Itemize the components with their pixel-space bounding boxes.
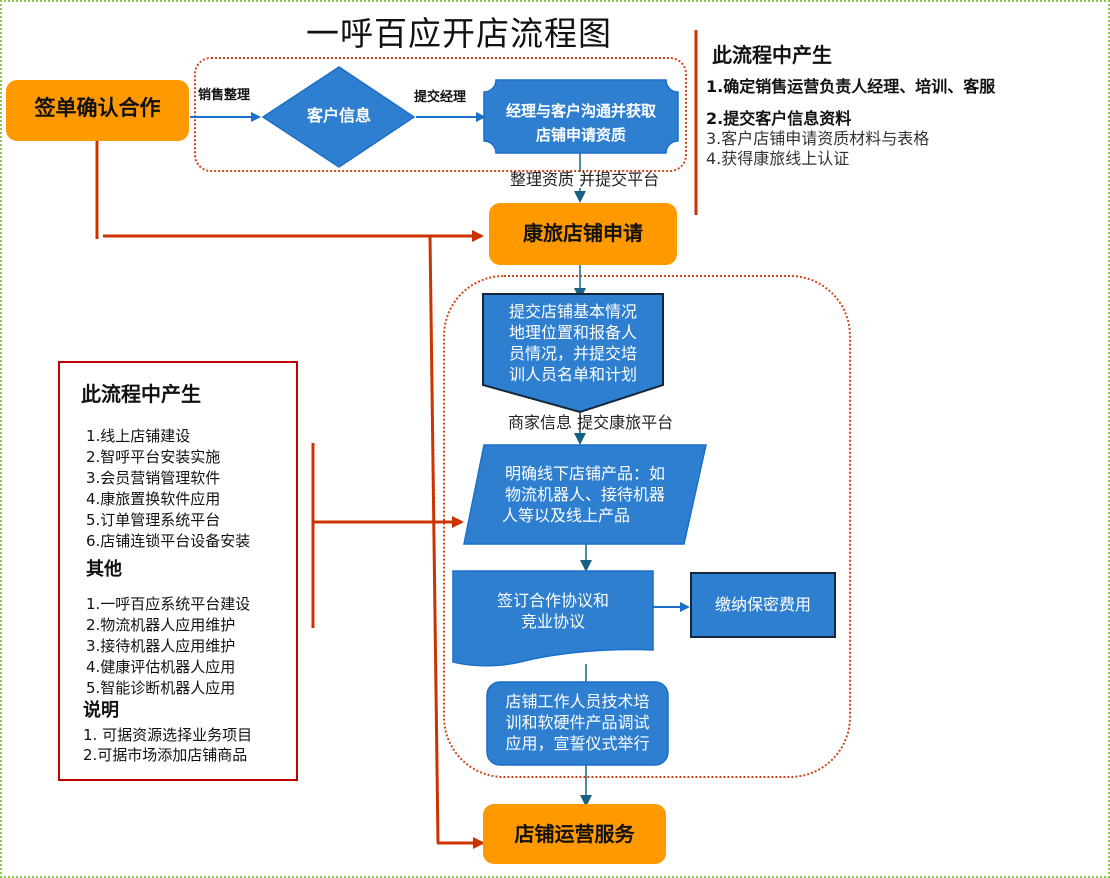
right-panel-item: 4.获得康旅线上认证 bbox=[706, 149, 850, 168]
node-sign-agreement-shape[interactable] bbox=[452, 570, 654, 667]
node-training-line3: 应用，宣誓仪式举行 bbox=[505, 734, 650, 753]
edge-label-organize-submit: 整理资质 并提交平台 bbox=[510, 170, 660, 189]
node-manager-comm-shape[interactable] bbox=[483, 79, 679, 154]
node-define-products-shape[interactable] bbox=[463, 444, 707, 545]
node-submit-basic-line4: 训人员名单和计划 bbox=[508, 365, 637, 384]
node-manager-comm-line1: 经理与客户沟通并获取 bbox=[505, 102, 656, 120]
node-training-line2: 训和软硬件产品调试 bbox=[505, 713, 650, 732]
edge-label-sales-organize: 销售整理 bbox=[198, 88, 251, 103]
left-panel-other-item: 4.健康评估机器人应用 bbox=[86, 658, 236, 676]
node-training-shape[interactable] bbox=[486, 681, 669, 766]
group-border-main bbox=[443, 275, 851, 778]
node-kanglv-apply[interactable]: 康旅店铺申请 bbox=[523, 221, 643, 245]
node-sign-confirm[interactable]: 签单确认合作 bbox=[34, 96, 161, 120]
node-pay-fee[interactable]: 缴纳保密费用 bbox=[714, 595, 811, 614]
node-submit-basic-line1: 提交店铺基本情况 bbox=[508, 302, 637, 321]
left-panel-item: 1.线上店铺建设 bbox=[86, 427, 191, 445]
node-sign-confirm-shape[interactable] bbox=[6, 80, 189, 141]
node-kanglv-apply-shape[interactable] bbox=[489, 203, 677, 265]
left-panel-item: 5.订单管理系统平台 bbox=[86, 511, 221, 529]
node-sign-agreement-line2: 竞业协议 bbox=[520, 612, 585, 631]
node-define-products-line1: 明确线下店铺产品：如 bbox=[504, 464, 665, 483]
right-panel-item: 1.确定销售运营负责人经理、培训、客服 bbox=[706, 77, 996, 96]
left-panel-other-item: 5.智能诊断机器人应用 bbox=[86, 679, 236, 697]
left-panel-item: 3.会员营销管理软件 bbox=[86, 469, 221, 487]
node-customer-info-shape[interactable] bbox=[261, 66, 416, 168]
left-panel-item: 6.店铺连锁平台设备安装 bbox=[86, 532, 251, 550]
node-pay-fee-shape[interactable] bbox=[690, 572, 836, 638]
edge-label-submit-manager: 提交经理 bbox=[414, 90, 467, 105]
left-panel-note-item: 1. 可据资源选择业务项目 bbox=[83, 726, 253, 744]
node-training-line1: 店铺工作人员技术培 bbox=[505, 692, 650, 711]
left-panel-other-item: 1.一呼百应系统平台建设 bbox=[86, 595, 251, 613]
right-panel-item: 2.提交客户信息资料 bbox=[706, 109, 852, 128]
node-submit-basic-line2: 地理位置和报备人 bbox=[508, 323, 637, 342]
node-submit-basic-line3: 员情况，并提交培 bbox=[508, 344, 637, 363]
page-title: 一呼百应开店流程图 bbox=[306, 14, 612, 53]
node-store-ops-shape[interactable] bbox=[483, 804, 666, 864]
left-panel-item: 2.智呼平台安装实施 bbox=[86, 448, 221, 466]
node-submit-basic-shape[interactable] bbox=[482, 293, 664, 414]
node-customer-info[interactable]: 客户信息 bbox=[306, 106, 371, 125]
left-panel-item: 4.康旅置换软件应用 bbox=[86, 490, 221, 508]
red-line-trunk bbox=[428, 235, 440, 844]
left-panel-note-item: 2.可据市场添加店铺商品 bbox=[83, 746, 248, 764]
node-manager-comm-line2: 店铺申请资质 bbox=[535, 126, 626, 144]
edge-label-merchant-submit: 商家信息 提交康旅平台 bbox=[508, 413, 674, 432]
left-panel-other-item: 3.接待机器人应用维护 bbox=[86, 637, 236, 655]
node-define-products-line3: 人等以及线上产品 bbox=[502, 506, 631, 525]
node-define-products-line2: 物流机器人、接待机器 bbox=[504, 485, 665, 504]
left-panel-border bbox=[58, 361, 298, 781]
group-border-top bbox=[194, 57, 687, 172]
right-panel-heading: 此流程中产生 bbox=[712, 43, 832, 67]
left-panel-heading: 此流程中产生 bbox=[81, 382, 201, 406]
node-sign-agreement-line1: 签订合作协议和 bbox=[496, 591, 609, 610]
right-panel-item: 3.客户店铺申请资质材料与表格 bbox=[706, 129, 930, 148]
node-store-ops[interactable]: 店铺运营服务 bbox=[514, 822, 635, 846]
left-panel-other-item: 2.物流机器人应用维护 bbox=[86, 616, 236, 634]
left-panel-note-heading: 说明 bbox=[83, 700, 119, 721]
left-panel-other-heading: 其他 bbox=[86, 559, 122, 580]
